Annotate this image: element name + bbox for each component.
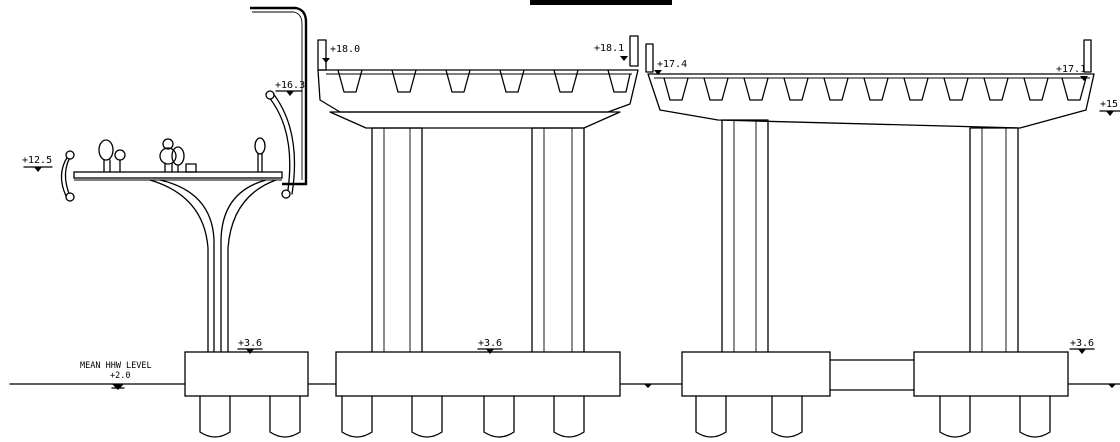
- deck-1: [317, 35, 639, 355]
- elevation-label: +16.3: [275, 80, 305, 91]
- deck-2: [645, 39, 1095, 355]
- pile-caps: [184, 351, 1069, 397]
- elevation-label: +3.6: [1070, 338, 1094, 349]
- elevation-marker-pilecap-2: +3.6: [477, 338, 503, 354]
- elevation-label: +3.6: [478, 338, 502, 349]
- elevation-label: +12.5: [22, 155, 52, 166]
- walkway-structure: [60, 6, 308, 353]
- deck-1-girders: [337, 69, 631, 93]
- elevation-marker-deck1-left: +18.0: [322, 44, 360, 63]
- water-level-annotation: MEAN HHW LEVEL +2.0: [80, 361, 1116, 390]
- elevation-label: +3.6: [238, 338, 262, 349]
- water-level-label: MEAN HHW LEVEL: [80, 361, 152, 371]
- elevation-marker-canopy: +16.3: [275, 80, 305, 96]
- elevation-label: +18.0: [330, 44, 360, 55]
- elevation-marker-edge-right: +15: [1099, 99, 1120, 116]
- piles: [199, 395, 1051, 438]
- elevation-marker-pilecap-1: +3.6: [237, 338, 263, 354]
- elevation-marker-pilecap-3: +3.6: [1069, 338, 1095, 354]
- elevation-marker-deck2-left: +17.4: [654, 59, 687, 75]
- elevation-label: +15: [1100, 99, 1118, 110]
- elevation-marker-deck1-right: +18.1: [594, 43, 628, 61]
- elevation-label: +17.1: [1056, 64, 1086, 75]
- pedestrian-figures: [98, 137, 266, 173]
- elevation-marker-deck2-right: +17.1: [1056, 64, 1088, 81]
- elevation-label: +17.4: [657, 59, 687, 70]
- title-bar: [530, 0, 672, 5]
- water-level-value: +2.0: [110, 371, 130, 381]
- elevation-label: +18.1: [594, 43, 624, 54]
- deck-2-girders: [663, 77, 1087, 101]
- elevation-marker-left-deck: +12.5: [22, 155, 53, 172]
